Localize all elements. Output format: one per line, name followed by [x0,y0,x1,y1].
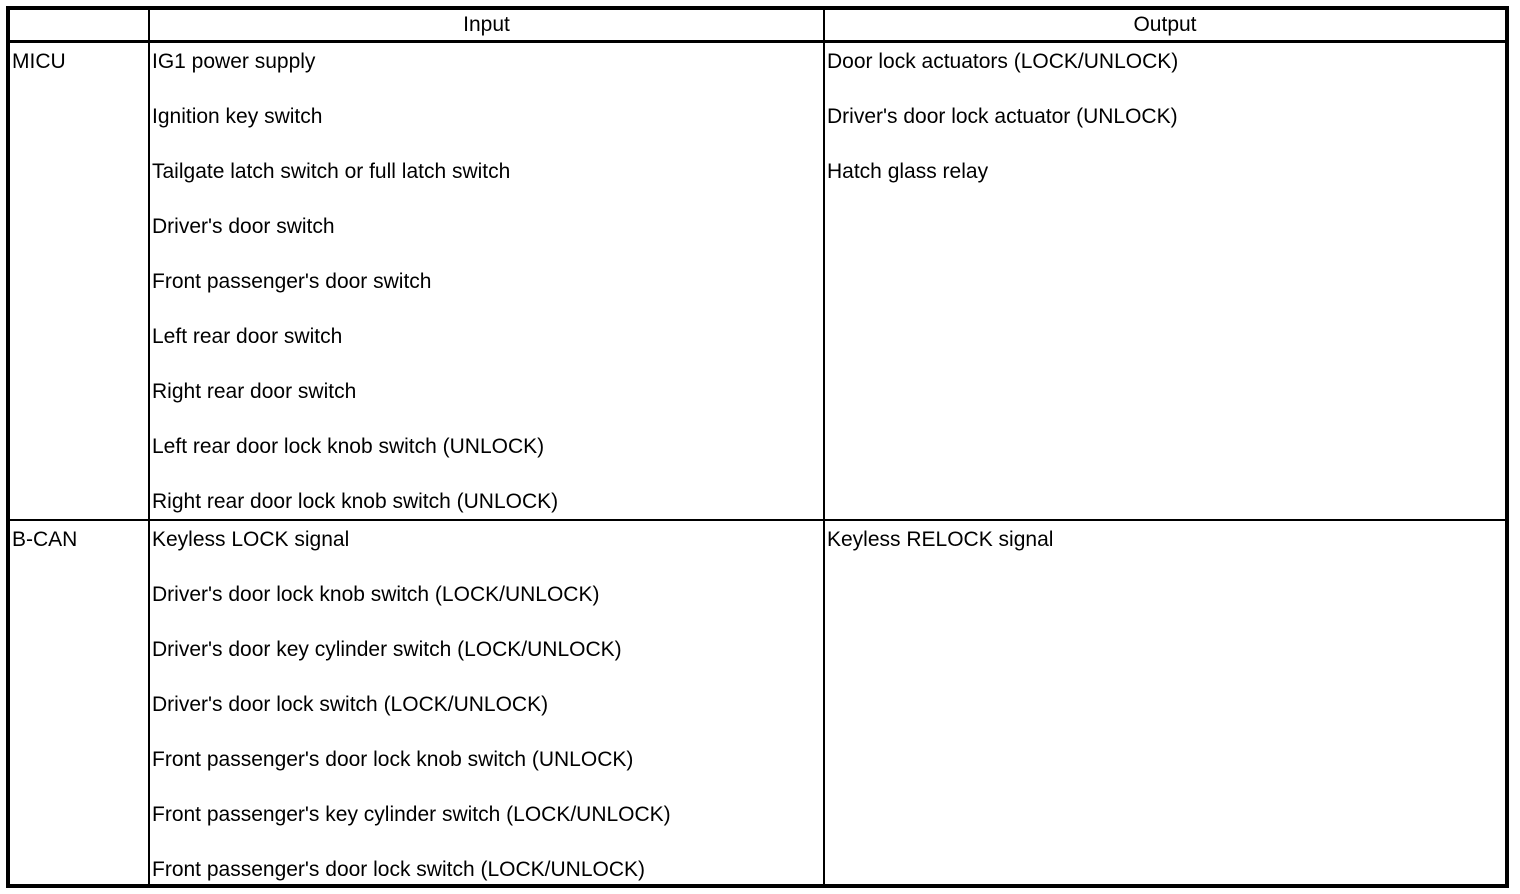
row-label-micu: MICU [10,43,150,521]
list-item: Front passenger's door lock knob switch … [152,748,634,771]
list-item: Front passenger's door lock switch (LOCK… [152,858,646,881]
list-item: Keyless RELOCK signal [827,528,1054,551]
list-item: Right rear door switch [152,380,357,403]
row-label-b-can: B-CAN [10,521,150,884]
header-output: Output [825,10,1505,43]
list-item: Tailgate latch switch or full latch swit… [152,160,511,183]
list-item: IG1 power supply [152,50,316,73]
list-item: Left rear door lock knob switch (UNLOCK) [152,435,545,458]
list-item: Driver's door lock knob switch (LOCK/UNL… [152,583,600,606]
list-item: Door lock actuators (LOCK/UNLOCK) [827,50,1179,73]
list-item: Front passenger's key cylinder switch (L… [152,803,671,826]
list-item: Hatch glass relay [827,160,989,183]
list-item: Driver's door lock actuator (UNLOCK) [827,105,1178,128]
header-corner-cell [10,10,150,43]
list-item: Driver's door switch [152,215,335,238]
list-item: Left rear door switch [152,325,343,348]
list-item: Driver's door key cylinder switch (LOCK/… [152,638,622,661]
list-item: Right rear door lock knob switch (UNLOCK… [152,490,559,513]
list-item: Front passenger's door switch [152,270,432,293]
micu-outputs-cell: Door lock actuators (LOCK/UNLOCK) Driver'… [825,43,1505,521]
b-can-outputs-cell: Keyless RELOCK signal [825,521,1505,884]
list-item: Ignition key switch [152,105,323,128]
header-input: Input [150,10,825,43]
list-item: Keyless LOCK signal [152,528,350,551]
list-item: Driver's door lock switch (LOCK/UNLOCK) [152,693,549,716]
